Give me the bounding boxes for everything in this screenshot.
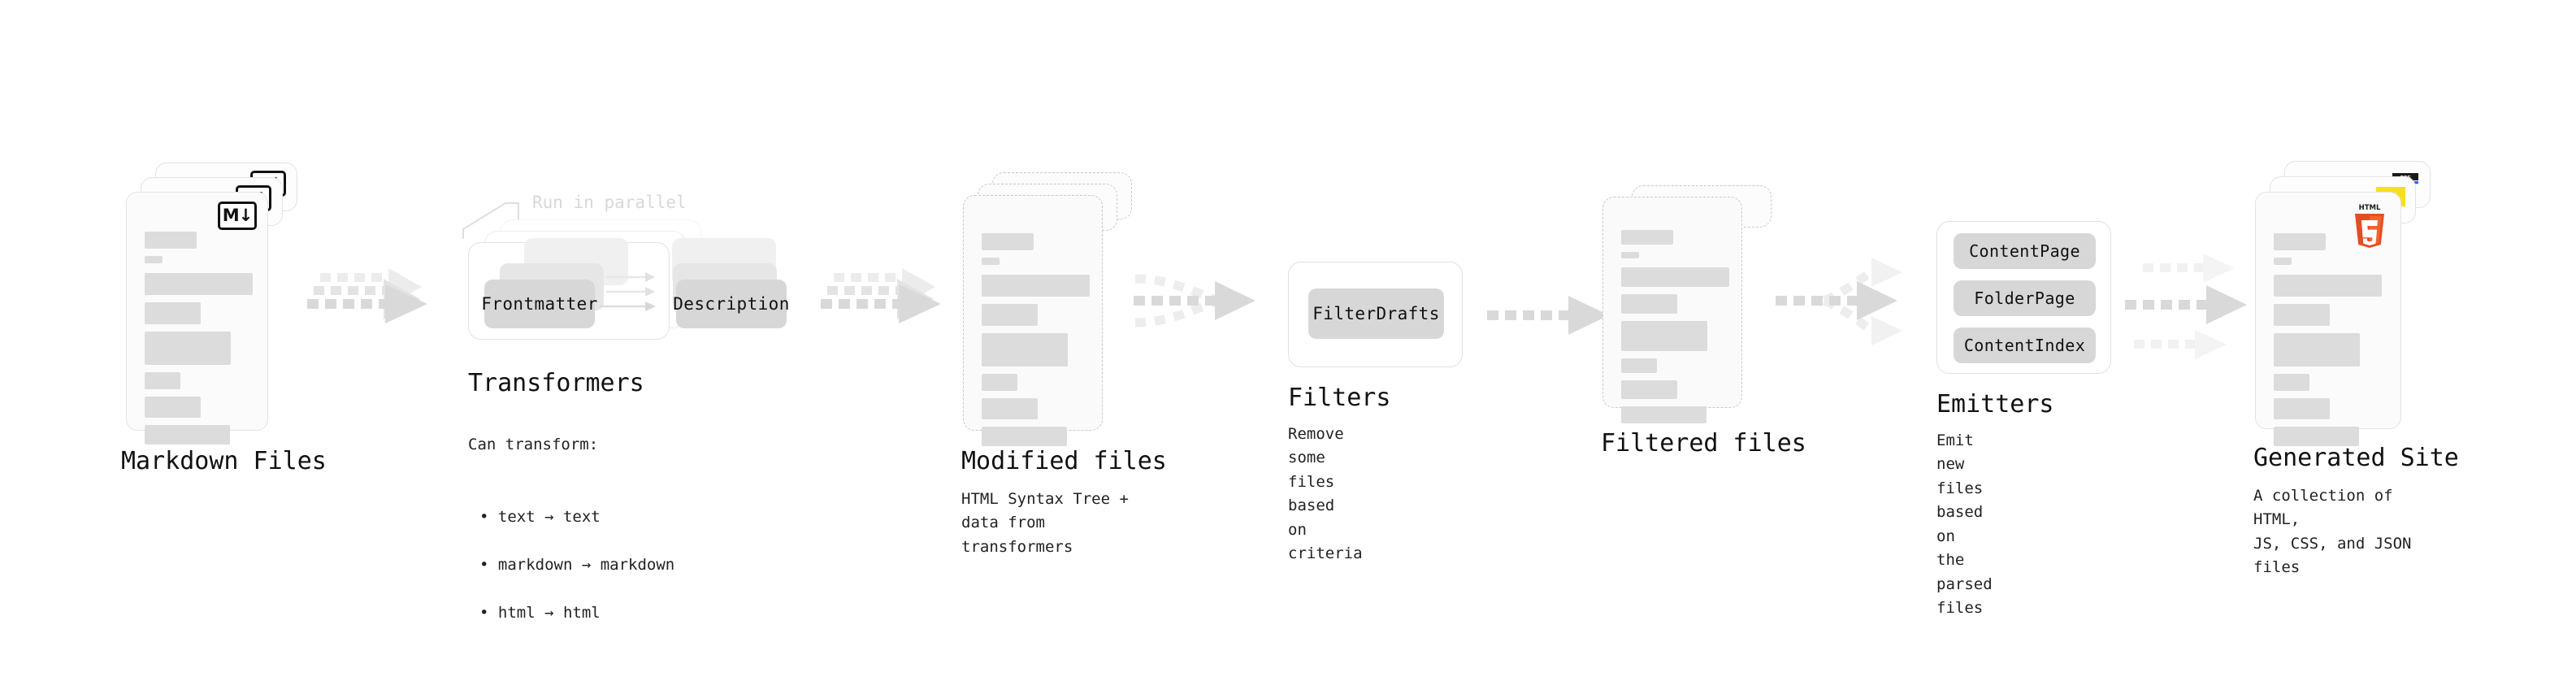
markdown-icon: M↓: [218, 202, 257, 230]
placeholder-lines: [145, 232, 253, 452]
run-in-parallel-note: Run in parallel: [532, 193, 687, 212]
filter-chip-label: FilterDrafts: [1312, 304, 1440, 323]
stage-modified-files: Modified files HTML Syntax Tree + data f…: [961, 172, 1167, 556]
dotted-arrow-triple-parallel-icon: [2125, 254, 2247, 359]
stage-generated-site: CSS HTML: [2253, 161, 2459, 576]
transformers-desc-list: text → text markdown → markdown html → h…: [468, 481, 674, 648]
run-in-parallel-leader-icon: [462, 202, 519, 239]
placeholder-lines: [1621, 230, 1729, 431]
html5-icon: HTML: [2355, 204, 2384, 248]
connector-modified-to-filters: [1134, 264, 1268, 358]
connector-filtered-to-emitters: [1776, 244, 1918, 386]
emitter-chip-label: ContentPage: [1969, 241, 2080, 261]
emitters-box: ContentPage FolderPage ContentIndex: [1936, 221, 2111, 374]
dotted-arrow-triple-icon: [307, 268, 427, 323]
placeholder-lines: [982, 233, 1090, 453]
stage-label-modified-files: Modified files: [961, 447, 1167, 475]
transformer-chip-description[interactable]: Description: [673, 280, 790, 328]
transformers-desc-heading: Can transform:: [468, 436, 599, 454]
connector-filters-to-filtered: [1487, 296, 1613, 345]
filter-chip-filterdrafts[interactable]: FilterDrafts: [1308, 288, 1444, 339]
markdown-card-front: M↓: [126, 192, 268, 445]
site-card-front: HTML: [2255, 192, 2401, 446]
transformer-chip-label: Description: [673, 294, 790, 314]
stage-label-emitters: Emitters: [1936, 390, 2054, 419]
emitter-chip-folderpage[interactable]: FolderPage: [1954, 280, 2096, 316]
modified-card-stack: [963, 172, 1138, 446]
emitter-chip-contentpage[interactable]: ContentPage: [1954, 233, 2096, 269]
filtered-card-front: [1602, 197, 1742, 423]
dotted-arrow-single-icon: [1487, 296, 1609, 335]
stage-label-generated-site: Generated Site: [2253, 444, 2459, 472]
markdown-card-stack: M↓ M↓ M↓: [126, 163, 301, 445]
transformers-desc-item: html → html: [479, 601, 674, 625]
transformers-description: Can transform: text → text markdown → ma…: [468, 410, 674, 673]
stage-label-transformers: Transformers: [468, 369, 644, 397]
connector-emitters-to-site: [2125, 236, 2263, 378]
site-card-stack: CSS HTML: [2255, 161, 2438, 446]
emitter-chip-label: FolderPage: [1974, 288, 2075, 308]
emitters-description: Emit new files based on the parsed files: [1936, 432, 1993, 618]
emitter-chip-label: ContentIndex: [1963, 336, 2086, 355]
dotted-arrow-merge-icon: [1134, 274, 1255, 327]
generated-site-description: A collection of HTML, JS, CSS, and JSON …: [2253, 487, 2412, 577]
filtered-card-stack: [1602, 185, 1777, 429]
stage-label-markdown-files: Markdown Files: [121, 447, 327, 475]
transformers-desc-item: markdown → markdown: [479, 553, 674, 577]
modified-card-front: [963, 195, 1103, 446]
transformer-chip-label: Frontmatter: [481, 294, 598, 314]
stage-markdown-files: M↓ M↓ M↓ Markdown Files: [121, 163, 327, 475]
markdown-icon-glyph: M↓: [222, 206, 253, 225]
filters-box: FilterDrafts: [1288, 262, 1463, 367]
transformer-inner-arrows-icon: [600, 272, 656, 311]
dotted-arrow-triple-icon: [821, 268, 941, 323]
filters-description: Remove some files based on criteria: [1288, 425, 1363, 563]
connector-transformers-to-modified: [821, 268, 947, 354]
dotted-arrow-split-icon: [1776, 258, 1902, 345]
modified-files-description: HTML Syntax Tree + data from transformer…: [961, 490, 1129, 556]
stage-filtered-files: Filtered files: [1601, 185, 1806, 458]
connector-markdown-to-transformers: [307, 268, 433, 354]
emitter-chip-contentindex[interactable]: ContentIndex: [1954, 327, 2096, 363]
placeholder-lines: [2274, 233, 2384, 453]
html5-icon-wordmark: HTML: [2359, 204, 2381, 212]
stage-label-filters: Filters: [1288, 384, 1391, 412]
transformers-desc-item: text → text: [479, 505, 674, 529]
stage-label-filtered-files: Filtered files: [1601, 429, 1806, 458]
transformer-chip-frontmatter[interactable]: Frontmatter: [481, 280, 598, 328]
